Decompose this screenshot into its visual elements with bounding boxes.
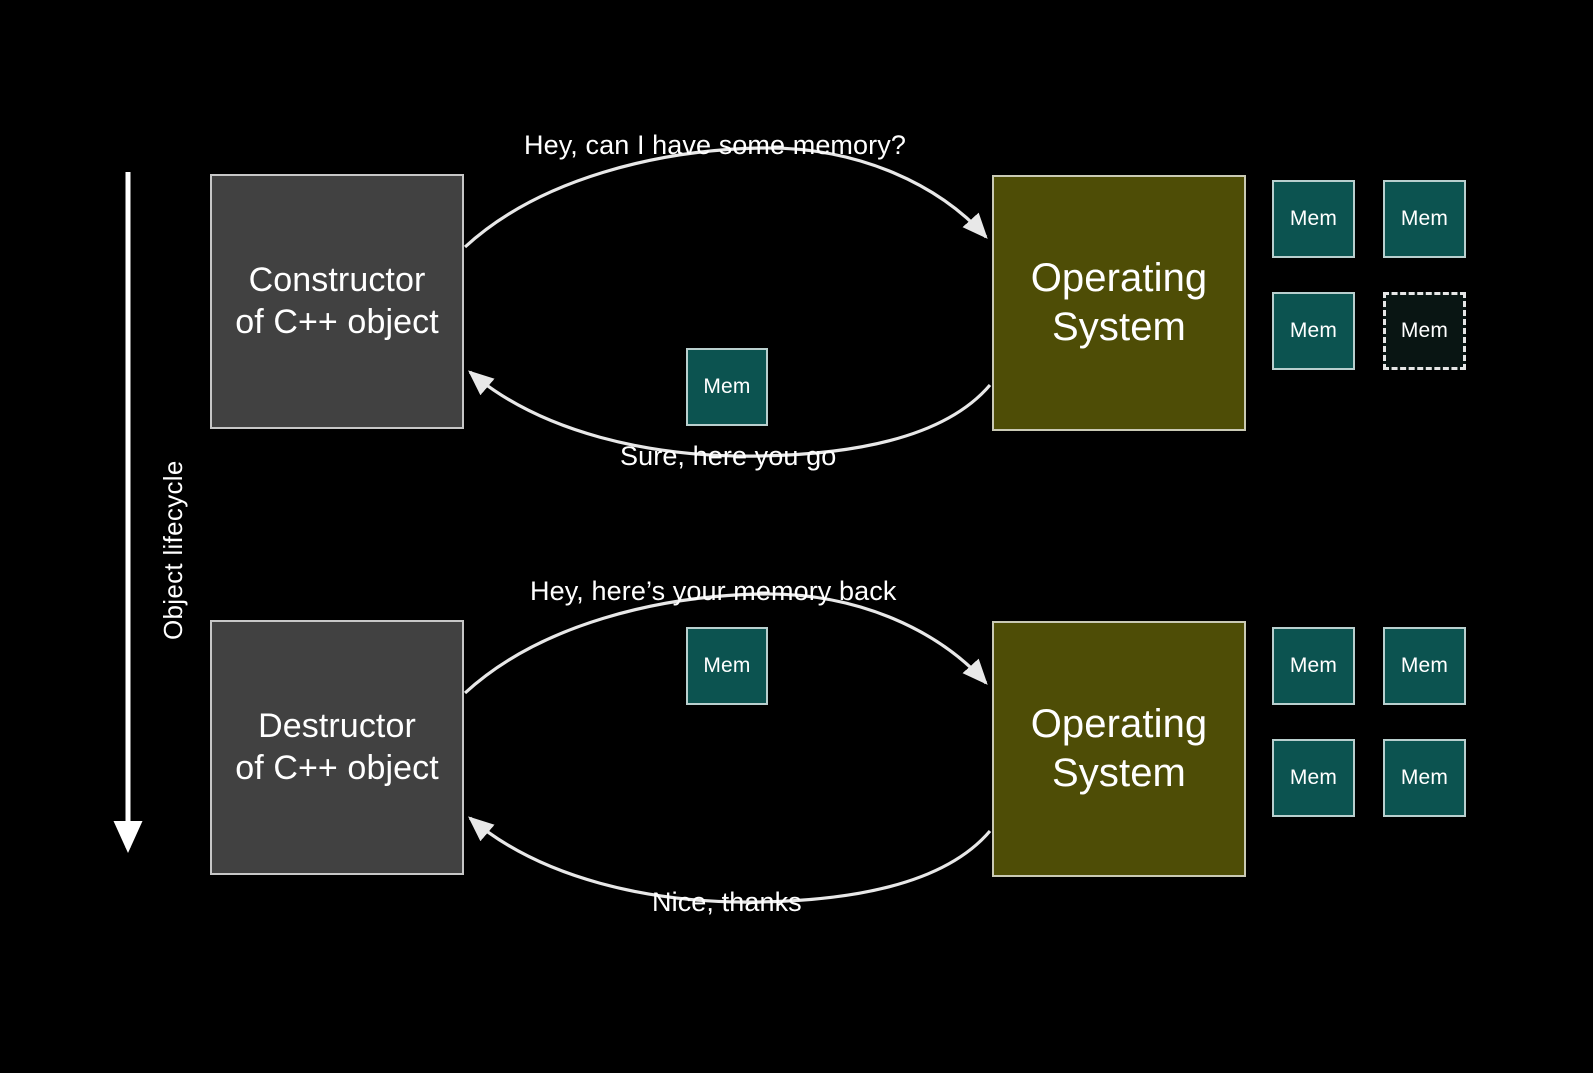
destructor-box[interactable]: Destructor of C++ object: [210, 620, 464, 875]
object-lifecycle-label: Object lifecycle: [158, 460, 188, 640]
allocation-request-arrow: [463, 146, 988, 249]
constructor-box[interactable]: Constructor of C++ object: [210, 174, 464, 429]
deallocation-request-caption: Hey, here’s your memory back: [530, 576, 897, 606]
operating-system-box-allocation[interactable]: Operating System: [992, 175, 1246, 431]
memory-pool-chip-6[interactable]: Mem: [1383, 627, 1466, 705]
memory-pool-chip-8[interactable]: Mem: [1383, 739, 1466, 817]
allocation-reply-caption: Sure, here you go: [620, 441, 837, 471]
deallocation-reply-caption: Nice, thanks: [652, 887, 802, 917]
memory-pool-chip-4-freed[interactable]: Mem: [1383, 292, 1466, 370]
allocation-request-caption: Hey, can I have some memory?: [524, 130, 906, 160]
memory-pool-chip-7[interactable]: Mem: [1272, 739, 1355, 817]
memory-pool-chip-5[interactable]: Mem: [1272, 627, 1355, 705]
transferred-memory-chip-deallocation[interactable]: Mem: [686, 627, 768, 705]
memory-pool-chip-1[interactable]: Mem: [1272, 180, 1355, 258]
memory-pool-chip-2[interactable]: Mem: [1383, 180, 1466, 258]
operating-system-box-deallocation[interactable]: Operating System: [992, 621, 1246, 877]
transferred-memory-chip-allocation[interactable]: Mem: [686, 348, 768, 426]
memory-pool-chip-3[interactable]: Mem: [1272, 292, 1355, 370]
